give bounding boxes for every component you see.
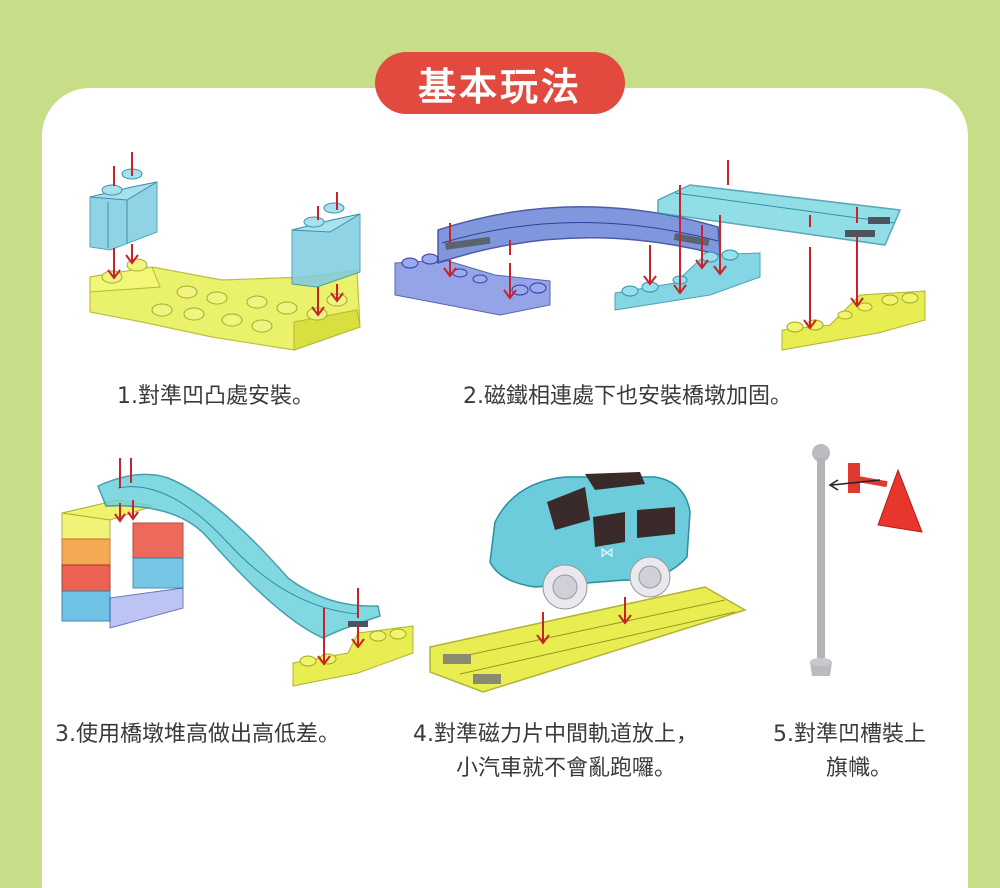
step4-caption-line2: 小汽車就不會亂跑囉。: [456, 756, 677, 781]
step1-caption: 1.對準凹凸處安裝。: [117, 384, 314, 409]
step4-illustration: ⋈: [425, 462, 755, 697]
step5-caption-line1: 5.對準凹槽裝上: [773, 722, 926, 747]
svg-text:⋈: ⋈: [600, 545, 614, 561]
step3-caption: 3.使用橋墩堆高做出高低差。: [55, 722, 340, 747]
step1-illustration: [82, 152, 372, 362]
step5-caption-line2: 旗幟。: [826, 756, 893, 781]
step5-illustration: [800, 440, 930, 680]
flag-pole-icon: [810, 444, 832, 676]
blue-brick-icon: [89, 168, 158, 251]
toy-car-icon: ⋈: [489, 472, 691, 610]
step2-illustration: [390, 155, 935, 370]
step4-caption-line1: 4.對準磁力片中間軌道放上，: [413, 722, 698, 747]
step3-illustration: [58, 458, 418, 698]
page-title: 基本玩法: [375, 52, 625, 114]
red-flag-icon: [848, 463, 923, 533]
step2-caption: 2.磁鐵相連處下也安裝橋墩加固。: [463, 384, 792, 409]
